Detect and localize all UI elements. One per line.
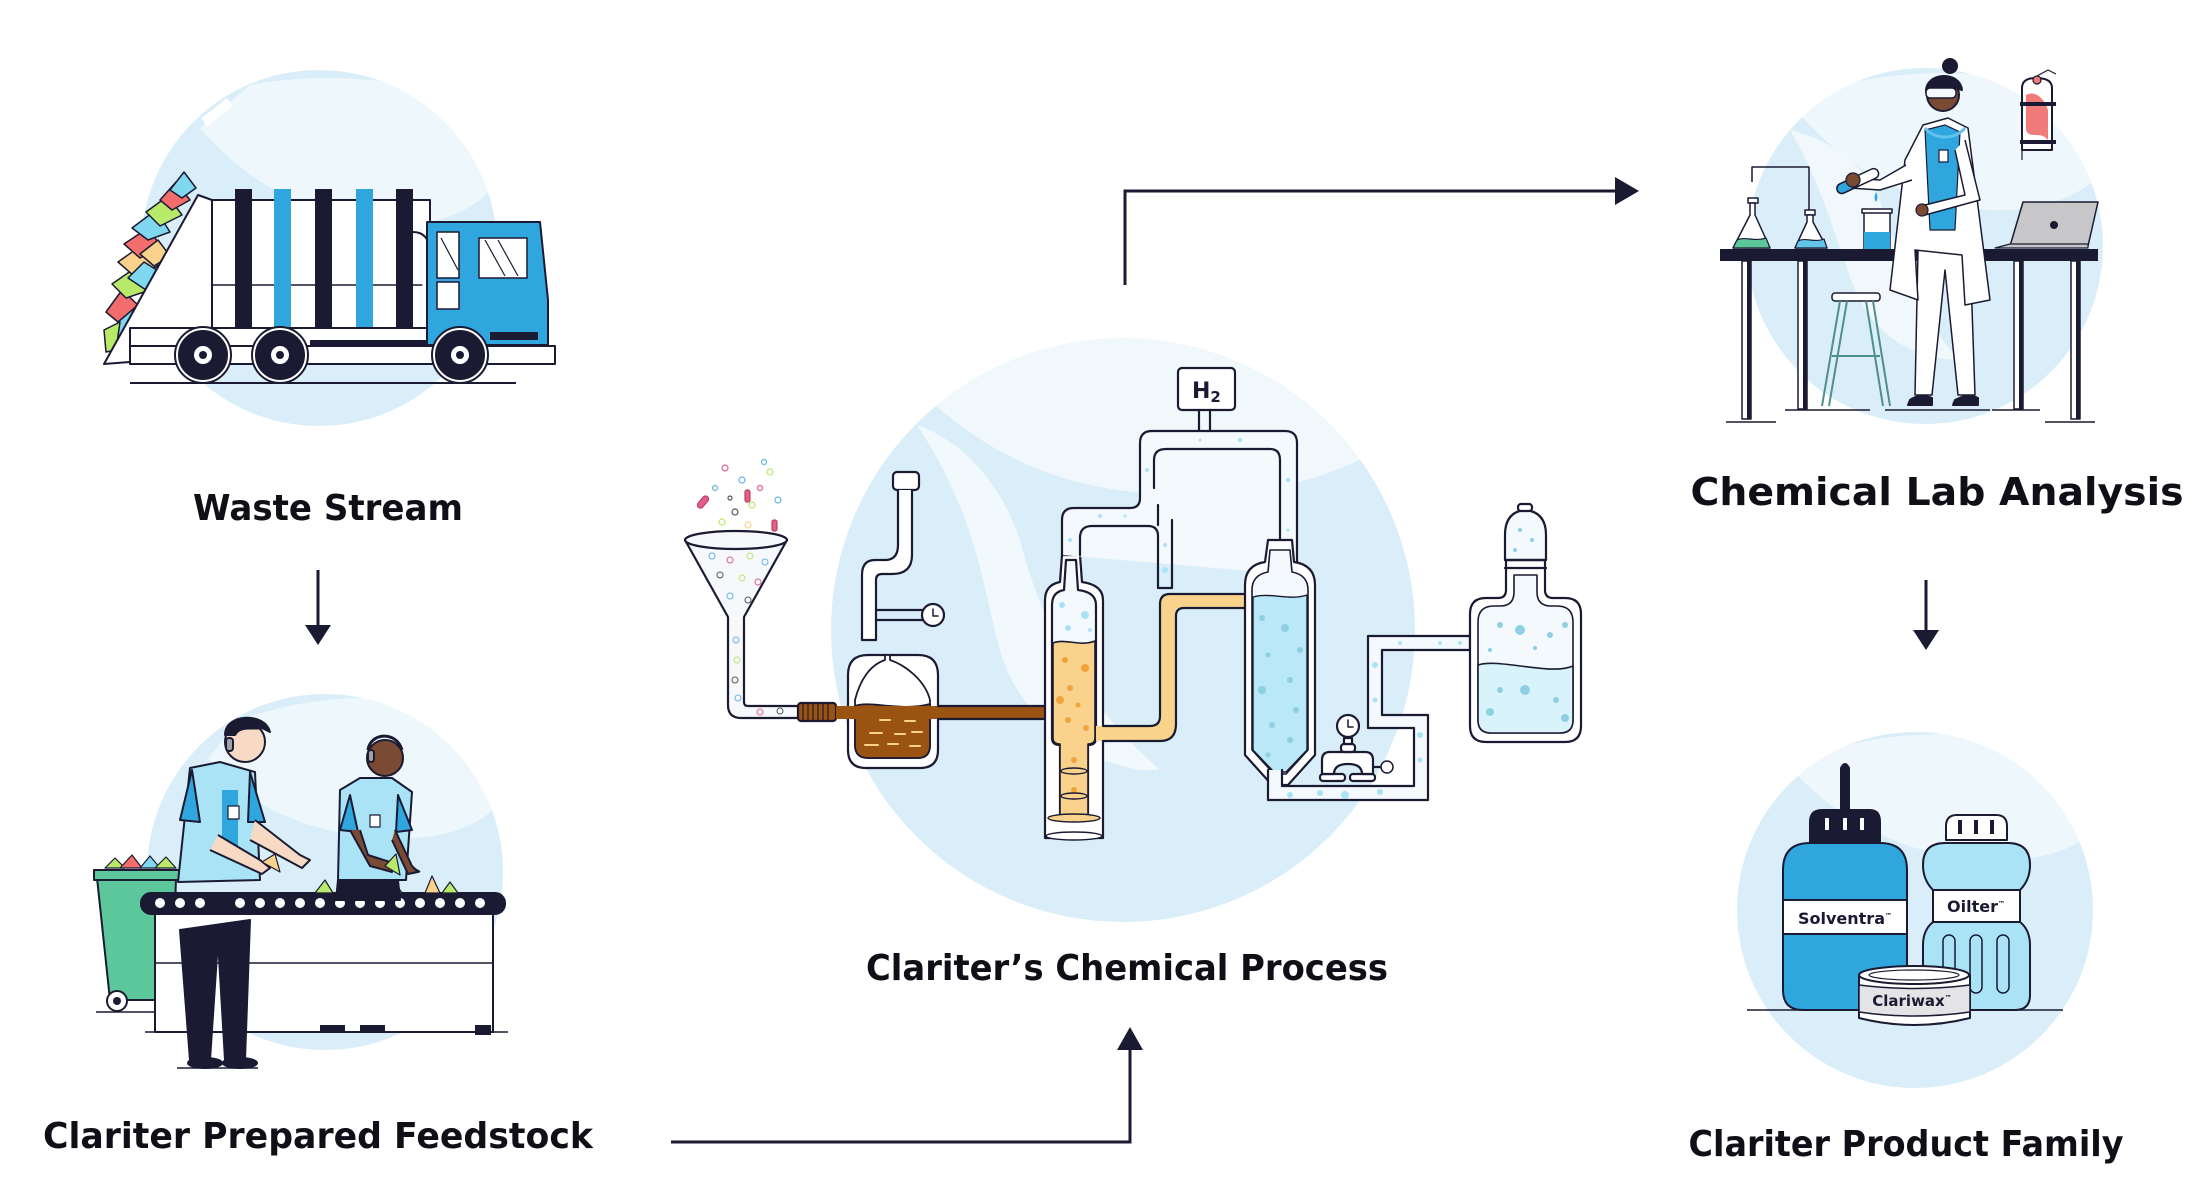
label-chemical-process: Clariter’s Chemical Process [866, 948, 1388, 989]
laptop-icon [1994, 201, 2099, 249]
gas-line [1060, 429, 1299, 590]
hydrogen-label: H2 [1192, 379, 1221, 406]
pump [1318, 713, 1394, 783]
fire-extinguisher-icon [2020, 69, 2057, 160]
truck-stripe-blue [356, 189, 373, 328]
garbage-truck-illustration [103, 171, 556, 384]
hydrotreater-column [1243, 538, 1317, 787]
truck-stripe-dark [396, 189, 413, 328]
oilter-label: Oilter™ [1947, 897, 2005, 916]
reactor-apparatus-illustration: H2 [683, 366, 1583, 841]
hydrogen-input: H2 [1176, 366, 1237, 433]
truck-stripe-dark [315, 189, 332, 328]
distillation-column [1043, 553, 1105, 841]
lab-stool [1821, 292, 1891, 407]
arrow-process-to-lab [1123, 177, 1639, 285]
beaker [1861, 208, 1893, 250]
truck-wheel [251, 326, 309, 384]
truck-stripe-dark [235, 189, 252, 328]
product-receiver-flask [1468, 502, 1583, 744]
sorting-conveyor-illustration [93, 716, 508, 1069]
table-legs [1726, 260, 2095, 423]
scientist [1836, 58, 1991, 406]
arrow-lab-to-products [1913, 580, 1939, 650]
process-circle [831, 310, 1415, 922]
feed-funnel [683, 529, 802, 720]
truck-stripe-blue [274, 189, 291, 328]
brown-oil-pipe [836, 706, 1051, 719]
label-prepared-feedstock: Clariter Prepared Feedstock [43, 1116, 594, 1157]
worker-1 [177, 716, 311, 1069]
product-transfer-pipe [1266, 634, 1472, 802]
worker-2 [335, 734, 421, 901]
screw-feeder [796, 701, 838, 723]
connector-arrows [305, 177, 1939, 1144]
label-product-family: Clariter Product Family [1689, 1124, 2124, 1165]
conveyor-rollers [155, 898, 485, 908]
erlenmeyer-flasks [1732, 166, 1828, 249]
arrow-waste-to-feedstock [305, 570, 331, 645]
product-containers-illustration: Solventra™ Oilter™ Clariwax™ [1747, 763, 2063, 1026]
step-labels: Waste Stream Clariter Prepared Feedstock… [43, 470, 2184, 1165]
clariwax-label: Clariwax™ [1872, 992, 1951, 1010]
arrow-feedstock-to-process [671, 1027, 1143, 1144]
solventra-label: Solventra™ [1798, 909, 1892, 928]
label-waste-stream: Waste Stream [193, 488, 463, 529]
label-lab-analysis: Chemical Lab Analysis [1691, 470, 2184, 514]
truck-wheel [431, 326, 489, 384]
clariwax-tin: Clariwax™ [1858, 965, 1971, 1026]
truck-wheel [174, 326, 232, 384]
lab-scientist-illustration [1720, 58, 2099, 423]
plastic-particles [696, 458, 782, 532]
